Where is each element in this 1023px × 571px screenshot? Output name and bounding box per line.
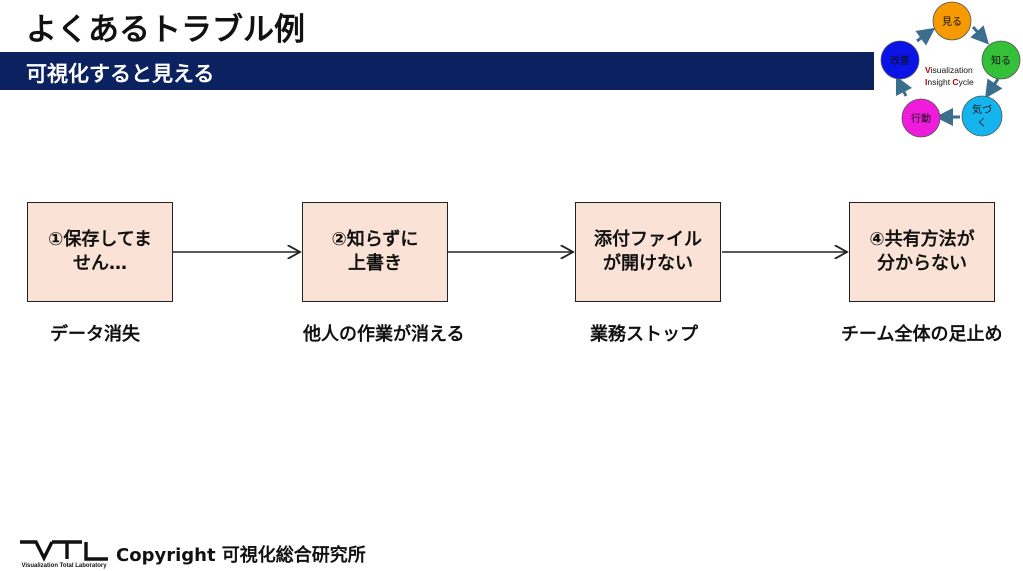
cycle-node-act-label: 行動 <box>911 112 931 125</box>
flow-step-3-caption: 業務ストップ <box>590 324 698 345</box>
cycle-node-know <box>981 40 1021 80</box>
flow-step-2-text: ②知らずに 上書き <box>331 229 419 274</box>
cycle-node-see <box>932 1 972 41</box>
flow-step-2: ②知らずに 上書き <box>302 202 448 302</box>
cycle-center-line-1: Visualization <box>925 65 973 75</box>
cycle-center-line-1-text: isualization <box>931 65 973 75</box>
page-title: よくあるトラブル例 <box>26 12 305 48</box>
cycle-node-see-label: 見る <box>942 16 962 28</box>
vtl-logo-mark <box>20 540 108 562</box>
cycle-node-notice-label-1: 気づ <box>972 103 992 116</box>
cycle-node-notice <box>961 95 1003 137</box>
cycle-arrow-2 <box>985 78 1003 99</box>
vtl-logo-subtext: Visualization Total Laboratory <box>21 563 107 569</box>
cycle-node-improve <box>880 40 920 80</box>
page-subtitle: 可視化すると見える <box>26 62 215 86</box>
cycle-node-act <box>901 98 941 138</box>
flow-step-4-text: ④共有方法が 分からない <box>869 229 975 274</box>
cycle-center-line-2: Insight Cycle <box>925 77 974 87</box>
cycle-node-notice-label-2: く <box>977 118 987 129</box>
flow-step-1-text: ①保存してま せん… <box>48 229 152 274</box>
cycle-arrow-1 <box>970 25 990 45</box>
flow-step-3: 添付ファイル が開けない <box>575 202 721 302</box>
flow-step-3-text: 添付ファイル が開けない <box>594 229 702 274</box>
subtitle-bar: 可視化すると見える <box>0 52 874 90</box>
flow-step-2-caption: 他人の作業が消える <box>303 324 465 345</box>
flow-step-4: ④共有方法が 分からない <box>849 202 995 302</box>
cycle-arrow-4 <box>895 75 913 97</box>
cycle-node-know-label: 知る <box>991 54 1011 67</box>
flow-step-1: ①保存してま せん… <box>27 202 173 302</box>
cycle-arrow-5 <box>915 27 936 46</box>
copyright-text: Copyright 可視化総合研究所 <box>116 545 366 566</box>
flow-step-1-caption: データ消失 <box>50 324 140 345</box>
vtl-logo: Visualization Total Laboratory <box>18 540 110 571</box>
cycle-node-improve-label: 改善 <box>890 54 910 67</box>
flow-step-4-caption: チーム全体の足止め <box>841 324 1003 345</box>
insight-cycle-diagram: 見る 知る 気づ く 行動 改善 Visualization Insight C… <box>880 1 1021 138</box>
